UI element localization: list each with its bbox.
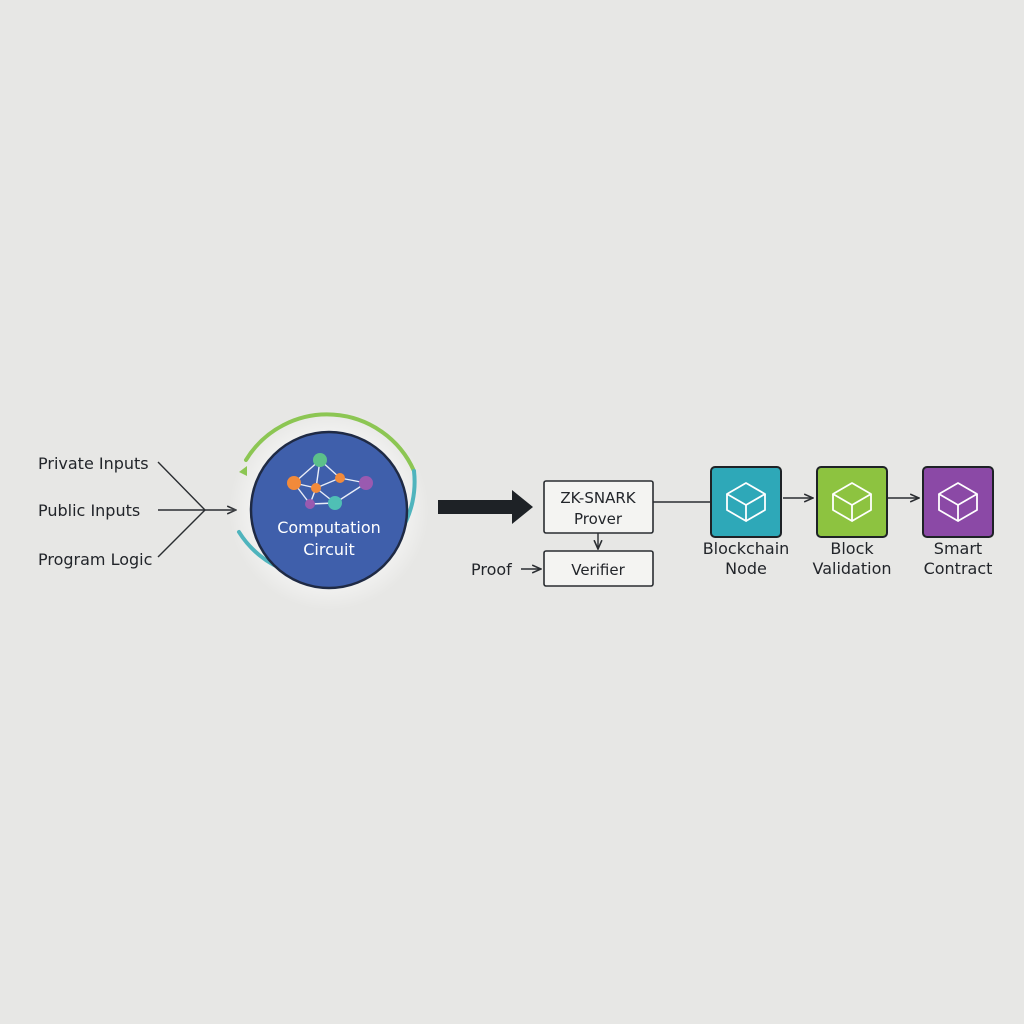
input-label-private: Private Inputs	[38, 454, 149, 473]
chain-label-line1: Blockchain	[703, 539, 790, 558]
computation-circuit: Computation Circuit	[229, 410, 429, 610]
input-label-program-logic: Program Logic	[38, 550, 152, 569]
chain-tile-bg	[816, 466, 888, 538]
proof-label: Proof	[471, 560, 512, 579]
verifier-box: Verifier	[543, 550, 654, 587]
prover-label-line1: ZK-SNARK	[560, 489, 636, 507]
chain-label-line2: Contract	[924, 559, 993, 578]
chain-label-line2: Node	[725, 559, 767, 578]
input-label-public: Public Inputs	[38, 501, 140, 520]
cycle-arc-green	[244, 412, 416, 473]
circuit-label-line1: Computation	[277, 518, 381, 537]
chain-tile-bg	[922, 466, 994, 538]
circuit-disc	[249, 430, 409, 590]
chain-label-line1: Smart	[934, 539, 982, 558]
network-graph-icon	[287, 453, 373, 510]
cube-icon	[938, 482, 978, 522]
circuit-label-line2: Circuit	[303, 540, 355, 559]
cube-icon	[832, 482, 872, 522]
prover-box: ZK-SNARK Prover	[543, 480, 654, 534]
chain-group: BlockchainNodeBlockValidationSmartContra…	[703, 466, 994, 578]
cube-icon	[726, 482, 766, 522]
input-converge-lines	[157, 461, 236, 558]
chain-label-line2: Validation	[812, 559, 891, 578]
prover-label-line2: Prover	[574, 510, 623, 528]
chain-tile-bg	[710, 466, 782, 538]
cycle-arrow-head	[239, 466, 247, 476]
chain-label-line1: Block	[830, 539, 874, 558]
verifier-label: Verifier	[571, 561, 625, 579]
big-flow-arrow	[438, 490, 533, 524]
